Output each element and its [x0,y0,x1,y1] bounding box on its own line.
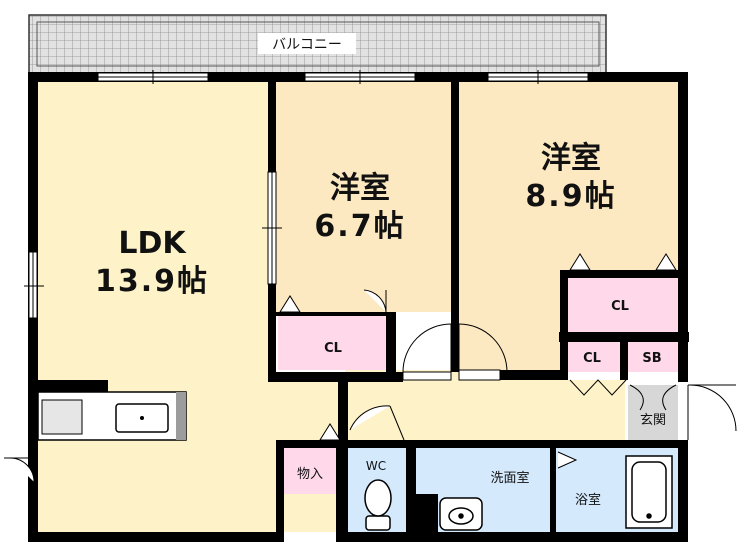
washroom-label: 洗面室 [490,470,529,486]
closet-b-fill [568,278,678,332]
balcony-label: バルコニー [272,37,342,53]
ldk-area [38,82,268,382]
storage-label: 物入 [297,467,323,482]
entrance-label: 玄関 [640,413,666,428]
closet-a-fill [278,314,386,370]
storage-fill [284,448,336,494]
washroom-fill [416,448,550,532]
shoe-box-label: SB [642,351,661,366]
room-labels: LDK 13.9帖 洋室 6.7帖 洋室 8.9帖 CL CL CL SB 玄関… [95,141,666,508]
western-room-a-size: 6.7帖 [314,209,405,244]
windows [24,70,589,319]
western-room-a [276,82,451,312]
toilet-fixture [364,479,392,531]
western-room-b-name: 洋室 [541,141,601,176]
closet-b-label: CL [611,299,629,314]
corridor [345,380,625,440]
bathroom-label: 浴室 [575,492,601,508]
kitchen-counter [37,391,187,441]
western-room-b-size: 8.9帖 [525,179,616,214]
closet-a-label: CL [324,341,342,356]
western-room-b [458,82,680,270]
closet-markers [279,253,677,441]
closet-c-fill [568,342,620,372]
ldk-name: LDK [118,226,187,261]
entrance-fill [628,385,678,440]
bathtub [625,455,673,529]
ldk-size: 13.9帖 [95,264,209,299]
shoe-box-fill [628,342,678,372]
toilet-label: WC [366,459,386,473]
balcony: バルコニー [28,14,607,74]
closet-c-label: CL [583,351,601,366]
western-room-b-lower [458,270,568,370]
wash-basin [439,497,483,531]
doors [4,289,737,483]
western-room-a-name: 洋室 [330,171,390,206]
